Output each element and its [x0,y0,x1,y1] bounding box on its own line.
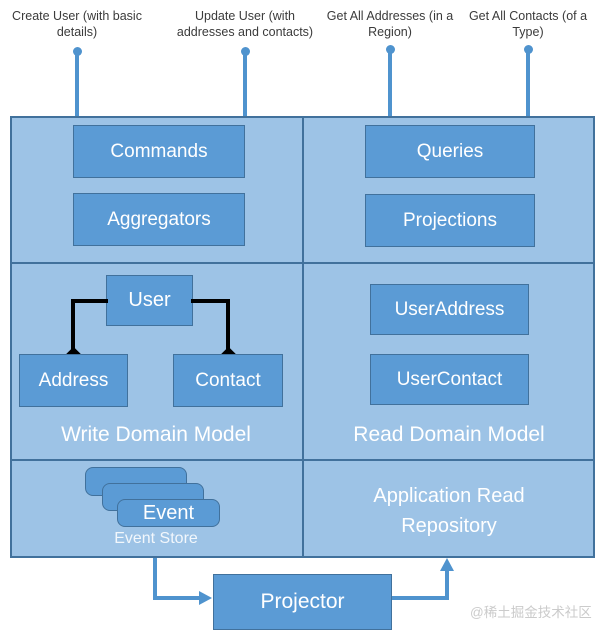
queries-box: Queries [365,125,535,178]
connector-line [388,50,392,116]
usercontact-box: UserContact [370,354,529,405]
label-create-user: Create User (with basic details) [12,9,142,39]
tree-connector-line [191,299,230,303]
tree-connector-line [71,299,108,303]
row-divider-1 [10,262,595,264]
projector-box: Projector [213,574,392,630]
write-read-divider [302,116,304,558]
connector-dot-icon [72,47,82,56]
tree-connector-line [226,299,230,350]
commands-box: Commands [73,125,245,178]
aggregators-box: Aggregators [73,193,245,246]
connector-dot-icon [523,45,533,54]
flow-line-event-to-projector [153,558,157,600]
arrow-up-icon [440,558,454,571]
connector-line [526,50,530,116]
user-entity-box: User [106,275,193,326]
connector-dot-icon [385,45,395,54]
flow-line-projector-to-repository [445,568,449,600]
tree-connector-line [71,299,75,350]
connector-line [243,52,247,116]
address-entity-box: Address [19,354,128,407]
connector-line [75,52,79,116]
flow-line-event-to-projector [153,596,200,600]
event-card-front: Event [117,499,220,527]
row-divider-2 [10,459,595,461]
label-get-all-addresses: Get All Addresses (in a Region) [326,9,454,39]
application-read-repository-label: Application Read Repository [373,485,525,537]
write-domain-model-label: Write Domain Model [61,423,251,446]
arrow-right-icon [199,591,212,605]
read-domain-model-label: Read Domain Model [353,423,545,446]
projections-box: Projections [365,194,535,247]
label-get-all-contacts: Get All Contacts (of a Type) [468,9,588,39]
useraddress-box: UserAddress [370,284,529,335]
event-store-label: Event Store [114,530,198,547]
watermark: @稀土掘金技术社区 [470,605,592,620]
connector-dot-icon [240,47,250,56]
flow-line-projector-to-repository [392,596,447,600]
label-update-user: Update User (with addresses and contacts… [176,9,314,39]
contact-entity-box: Contact [173,354,283,407]
